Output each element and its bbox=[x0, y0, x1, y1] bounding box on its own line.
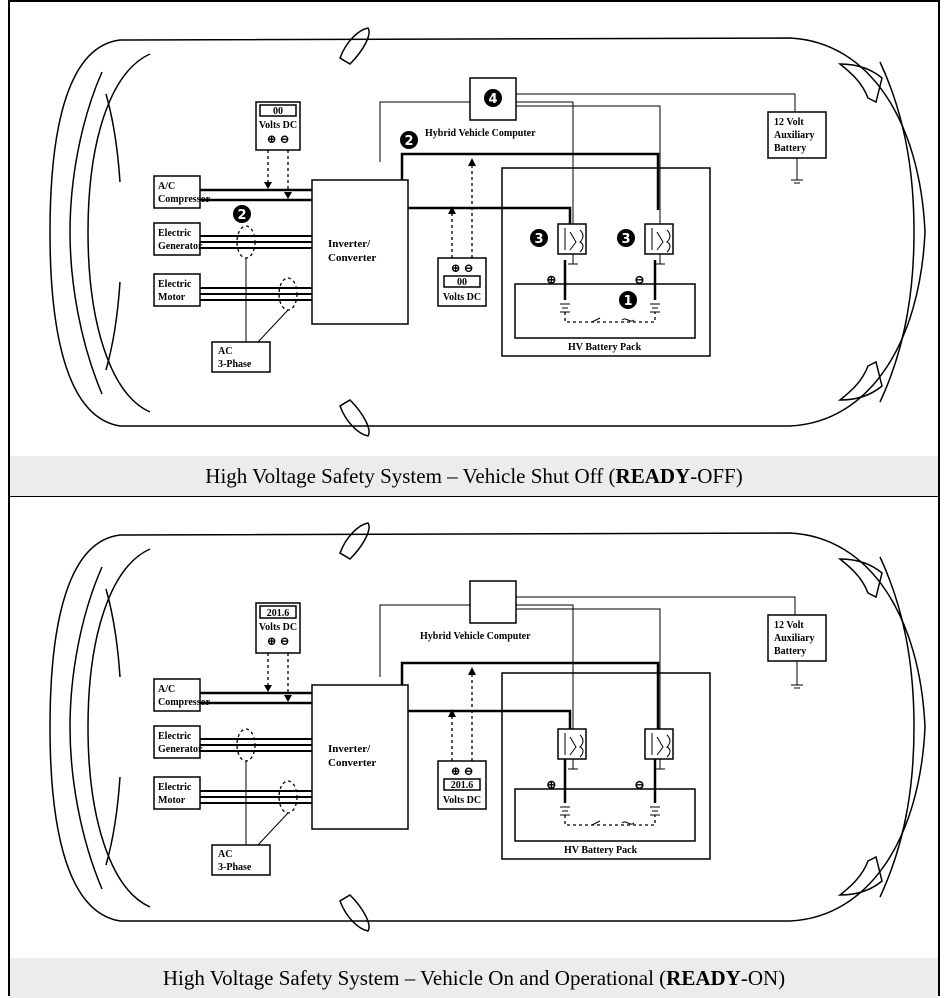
caption-bold: READY bbox=[615, 464, 691, 488]
svg-text:Motor: Motor bbox=[158, 292, 186, 303]
svg-text:Motor: Motor bbox=[158, 795, 186, 806]
svg-text:201.6: 201.6 bbox=[451, 780, 474, 791]
car-outline bbox=[49, 522, 926, 932]
svg-text:3: 3 bbox=[621, 232, 630, 247]
voltmeter-top: 201.6 Volts DC ⊕ ⊖ bbox=[255, 602, 301, 702]
svg-text:⊖: ⊖ bbox=[634, 272, 645, 287]
diagram-panel-ready-off: A/C Compressor Electric Generator Electr… bbox=[10, 2, 938, 457]
ac-compressor-box: A/C Compressor bbox=[153, 678, 211, 712]
svg-text:A/C: A/C bbox=[158, 684, 175, 695]
control-wiring bbox=[379, 93, 796, 228]
ac-3-phase-indicator: AC 3-Phase bbox=[211, 225, 298, 373]
svg-text:Electric: Electric bbox=[158, 228, 192, 239]
ac-3-phase-indicator: AC 3-Phase bbox=[211, 728, 298, 876]
hv-battery-enclosure: HV Battery Pack ⊕ ⊖ bbox=[501, 167, 711, 357]
inverter-converter-box: Inverter/ Converter bbox=[311, 684, 409, 830]
ready-on-diagram: A/C Compressor Electric Generator Electr… bbox=[49, 522, 926, 932]
badge-2-compressor: 2 bbox=[233, 205, 251, 223]
electric-motor-box: Electric Motor bbox=[153, 776, 201, 810]
svg-text:2: 2 bbox=[237, 208, 246, 223]
svg-text:HV Battery Pack: HV Battery Pack bbox=[568, 342, 642, 353]
caption-bold: READY bbox=[666, 966, 741, 990]
svg-text:Volts DC: Volts DC bbox=[443, 795, 481, 806]
svg-text:HV Battery Pack: HV Battery Pack bbox=[564, 845, 638, 856]
caption-text: High Voltage Safety System – Vehicle On … bbox=[162, 966, 667, 990]
svg-text:00: 00 bbox=[273, 106, 283, 117]
svg-text:AC: AC bbox=[218, 849, 232, 860]
svg-text:00: 00 bbox=[457, 277, 467, 288]
svg-text:Electric: Electric bbox=[158, 731, 192, 742]
svg-text:⊕: ⊕ bbox=[546, 777, 557, 792]
badge-3-positive: 3 bbox=[530, 229, 548, 247]
svg-text:Battery: Battery bbox=[774, 143, 806, 154]
svg-text:Volts DC: Volts DC bbox=[259, 622, 297, 633]
electric-generator-box: Electric Generator bbox=[153, 725, 203, 759]
svg-text:AC: AC bbox=[218, 346, 232, 357]
voltmeter-mid: ⊕ ⊖ 00 Volts DC bbox=[437, 158, 487, 307]
svg-text:Hybrid Vehicle Computer: Hybrid Vehicle Computer bbox=[425, 128, 536, 139]
svg-text:Converter: Converter bbox=[328, 252, 376, 264]
svg-text:12 Volt: 12 Volt bbox=[774, 117, 804, 128]
svg-text:⊕ ⊖: ⊕ ⊖ bbox=[266, 634, 289, 648]
svg-text:Hybrid Vehicle Computer: Hybrid Vehicle Computer bbox=[420, 631, 531, 642]
svg-text:Generator: Generator bbox=[158, 744, 203, 755]
svg-text:⊖: ⊖ bbox=[634, 777, 645, 792]
car-outline bbox=[49, 27, 926, 437]
ready-off-diagram: A/C Compressor Electric Generator Electr… bbox=[49, 27, 926, 437]
caption-ready-off: High Voltage Safety System – Vehicle Shu… bbox=[10, 456, 938, 496]
svg-text:4: 4 bbox=[488, 92, 497, 107]
diagram-panel-ready-on: A/C Compressor Electric Generator Electr… bbox=[10, 496, 938, 960]
svg-text:3: 3 bbox=[534, 232, 543, 247]
svg-text:Electric: Electric bbox=[158, 782, 192, 793]
caption-suffix: -OFF) bbox=[690, 464, 743, 488]
auxiliary-battery: 12 Volt Auxiliary Battery bbox=[767, 111, 827, 184]
svg-text:201.6: 201.6 bbox=[267, 608, 290, 619]
svg-text:A/C: A/C bbox=[158, 181, 175, 192]
caption-suffix: -ON) bbox=[740, 966, 786, 990]
svg-text:⊕ ⊖: ⊕ ⊖ bbox=[450, 261, 473, 275]
control-wiring bbox=[379, 596, 796, 731]
svg-text:1: 1 bbox=[623, 294, 632, 309]
voltmeter-top: 00 Volts DC ⊕ ⊖ bbox=[255, 101, 301, 199]
svg-text:Auxiliary: Auxiliary bbox=[774, 633, 815, 644]
svg-text:Volts DC: Volts DC bbox=[443, 292, 481, 303]
svg-text:Compressor: Compressor bbox=[158, 194, 211, 205]
caption-ready-on: High Voltage Safety System – Vehicle On … bbox=[10, 958, 938, 998]
hv-wiring bbox=[200, 661, 660, 804]
svg-text:Compressor: Compressor bbox=[158, 697, 211, 708]
badge-2-computer: 2 bbox=[400, 131, 418, 149]
ac-compressor-box: A/C Compressor bbox=[153, 175, 211, 209]
badge-1: 1 bbox=[619, 291, 637, 309]
badge-4: 4 bbox=[484, 89, 502, 107]
svg-text:3-Phase: 3-Phase bbox=[218, 862, 252, 873]
auxiliary-battery: 12 Volt Auxiliary Battery bbox=[767, 614, 827, 689]
figure-frame: A/C Compressor Electric Generator Electr… bbox=[8, 0, 940, 998]
svg-text:Inverter/: Inverter/ bbox=[328, 238, 371, 250]
svg-text:2: 2 bbox=[404, 134, 413, 149]
svg-text:Converter: Converter bbox=[328, 757, 376, 769]
svg-text:Electric: Electric bbox=[158, 279, 192, 290]
hv-wiring bbox=[200, 152, 660, 301]
hv-battery-enclosure: HV Battery Pack ⊕ ⊖ bbox=[501, 672, 711, 860]
svg-text:Auxiliary: Auxiliary bbox=[774, 130, 815, 141]
svg-text:⊕ ⊖: ⊕ ⊖ bbox=[450, 764, 473, 778]
svg-text:⊕ ⊖: ⊕ ⊖ bbox=[266, 132, 289, 146]
svg-text:12 Volt: 12 Volt bbox=[774, 620, 804, 631]
hybrid-vehicle-computer: Hybrid Vehicle Computer bbox=[425, 77, 536, 139]
inverter-converter-box: Inverter/ Converter bbox=[311, 179, 409, 325]
badge-3-negative: 3 bbox=[617, 229, 635, 247]
svg-text:3-Phase: 3-Phase bbox=[218, 359, 252, 370]
caption-text: High Voltage Safety System – Vehicle Shu… bbox=[205, 464, 616, 488]
svg-text:Inverter/: Inverter/ bbox=[328, 743, 371, 755]
svg-text:⊕: ⊕ bbox=[546, 272, 557, 287]
svg-text:Battery: Battery bbox=[774, 646, 806, 657]
electric-generator-box: Electric Generator bbox=[153, 222, 203, 256]
voltmeter-mid: ⊕ ⊖ 201.6 Volts DC bbox=[437, 667, 487, 810]
svg-text:Volts DC: Volts DC bbox=[259, 120, 297, 131]
svg-text:Generator: Generator bbox=[158, 241, 203, 252]
hybrid-vehicle-computer: Hybrid Vehicle Computer bbox=[420, 580, 531, 642]
electric-motor-box: Electric Motor bbox=[153, 273, 201, 307]
